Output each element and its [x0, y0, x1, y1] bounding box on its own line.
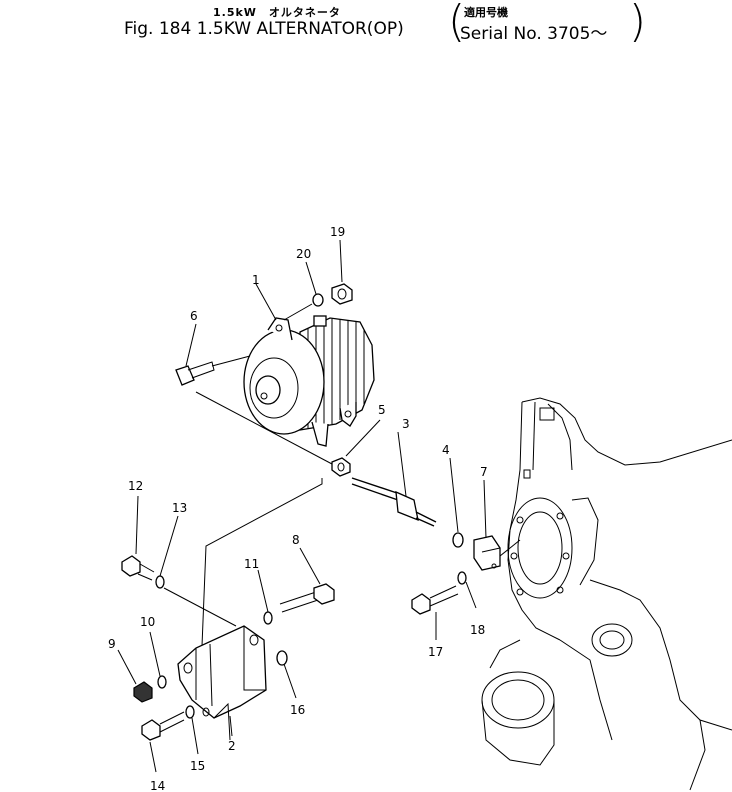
leader-15: [191, 717, 199, 755]
leader-18: [465, 581, 477, 609]
part-20-washer: [312, 293, 324, 307]
left-paren: (: [448, 0, 466, 47]
alternator-body: [243, 315, 375, 447]
leader-7-block: [499, 539, 521, 557]
callout-17: 17: [428, 645, 443, 659]
callout-8: 8: [292, 533, 300, 547]
part-14-bolt: [141, 711, 185, 741]
leader-13: [159, 515, 179, 577]
serial-number: Serial No. 3705～: [460, 24, 608, 44]
part-9-nut: [133, 681, 153, 703]
assembly-line-1: [201, 478, 323, 647]
leader-1: [255, 283, 277, 321]
callout-9: 9: [108, 637, 116, 651]
leader-3: [397, 431, 407, 497]
part-10-washer: [157, 675, 167, 689]
part-16-washer: [276, 650, 288, 666]
callout-14: 14: [150, 779, 165, 792]
leader-12: [135, 495, 139, 555]
part-5-nut: [331, 457, 351, 477]
serial-jp-label: 適用号機: [464, 6, 508, 19]
callout-5: 5: [378, 403, 386, 417]
callout-12: 12: [128, 479, 143, 493]
callout-19: 19: [330, 225, 345, 239]
part-4-washer: [452, 532, 464, 548]
callout-13: 13: [172, 501, 187, 515]
right-paren: ): [628, 0, 646, 47]
leader-4: [449, 457, 459, 533]
leader-14: [149, 741, 157, 773]
leader-6: [185, 323, 197, 367]
engine-block: [481, 397, 732, 791]
callout-1: 1: [252, 273, 260, 287]
leader-8: [299, 547, 321, 585]
callout-4: 4: [442, 443, 450, 457]
figure-title: Fig. 184 1.5KW ALTERNATOR(OP): [124, 19, 404, 39]
callout-6: 6: [190, 309, 198, 323]
callout-3: 3: [402, 417, 410, 431]
part-6-bolt: [175, 361, 215, 386]
part-13-washer: [155, 575, 165, 589]
part-17-bolt: [411, 585, 459, 615]
part-3-adjust-rod: [351, 477, 437, 527]
leader-7: [483, 479, 487, 539]
leader-16: [283, 663, 297, 699]
part-19-nut: [331, 283, 353, 305]
leader-6-5: [195, 391, 333, 465]
callout-15: 15: [190, 759, 205, 773]
leader-19: [339, 239, 343, 283]
callout-20: 20: [296, 247, 311, 261]
leader-20-line: [283, 303, 313, 321]
assembly-line-12: [163, 587, 237, 627]
callout-11: 11: [244, 557, 259, 571]
serial-applicability: ( 適用号機 Serial No. 3705～ ): [448, 0, 646, 47]
leader-20: [305, 261, 317, 295]
callout-16: 16: [290, 703, 305, 717]
japanese-subtitle: 1.5kW オルタネータ: [213, 6, 341, 19]
leader-6-alt: [211, 355, 251, 367]
part-11-washer: [263, 611, 273, 625]
part-12-bolt: [121, 555, 155, 581]
callout-7: 7: [480, 465, 488, 479]
part-7-spacer: [473, 535, 501, 571]
part-2-bracket: [177, 625, 267, 741]
part-15-washer: [185, 705, 195, 719]
callout-18: 18: [470, 623, 485, 637]
callout-2: 2: [228, 739, 236, 753]
leader-10: [149, 631, 161, 677]
leader-5: [345, 419, 381, 457]
leader-11: [257, 569, 269, 613]
callout-10: 10: [140, 615, 155, 629]
part-8-bolt: [279, 583, 335, 613]
callout-labels: 1 2 3 4 5 6 7 8 9 10 11 12 13 14 15 16 1…: [108, 225, 488, 792]
leader-9: [117, 649, 137, 685]
part-18-washer: [457, 571, 467, 585]
title-block: 1.5kW オルタネータ Fig. 184 1.5KW ALTERNATOR(O…: [0, 0, 732, 50]
leader-2: [229, 715, 233, 737]
